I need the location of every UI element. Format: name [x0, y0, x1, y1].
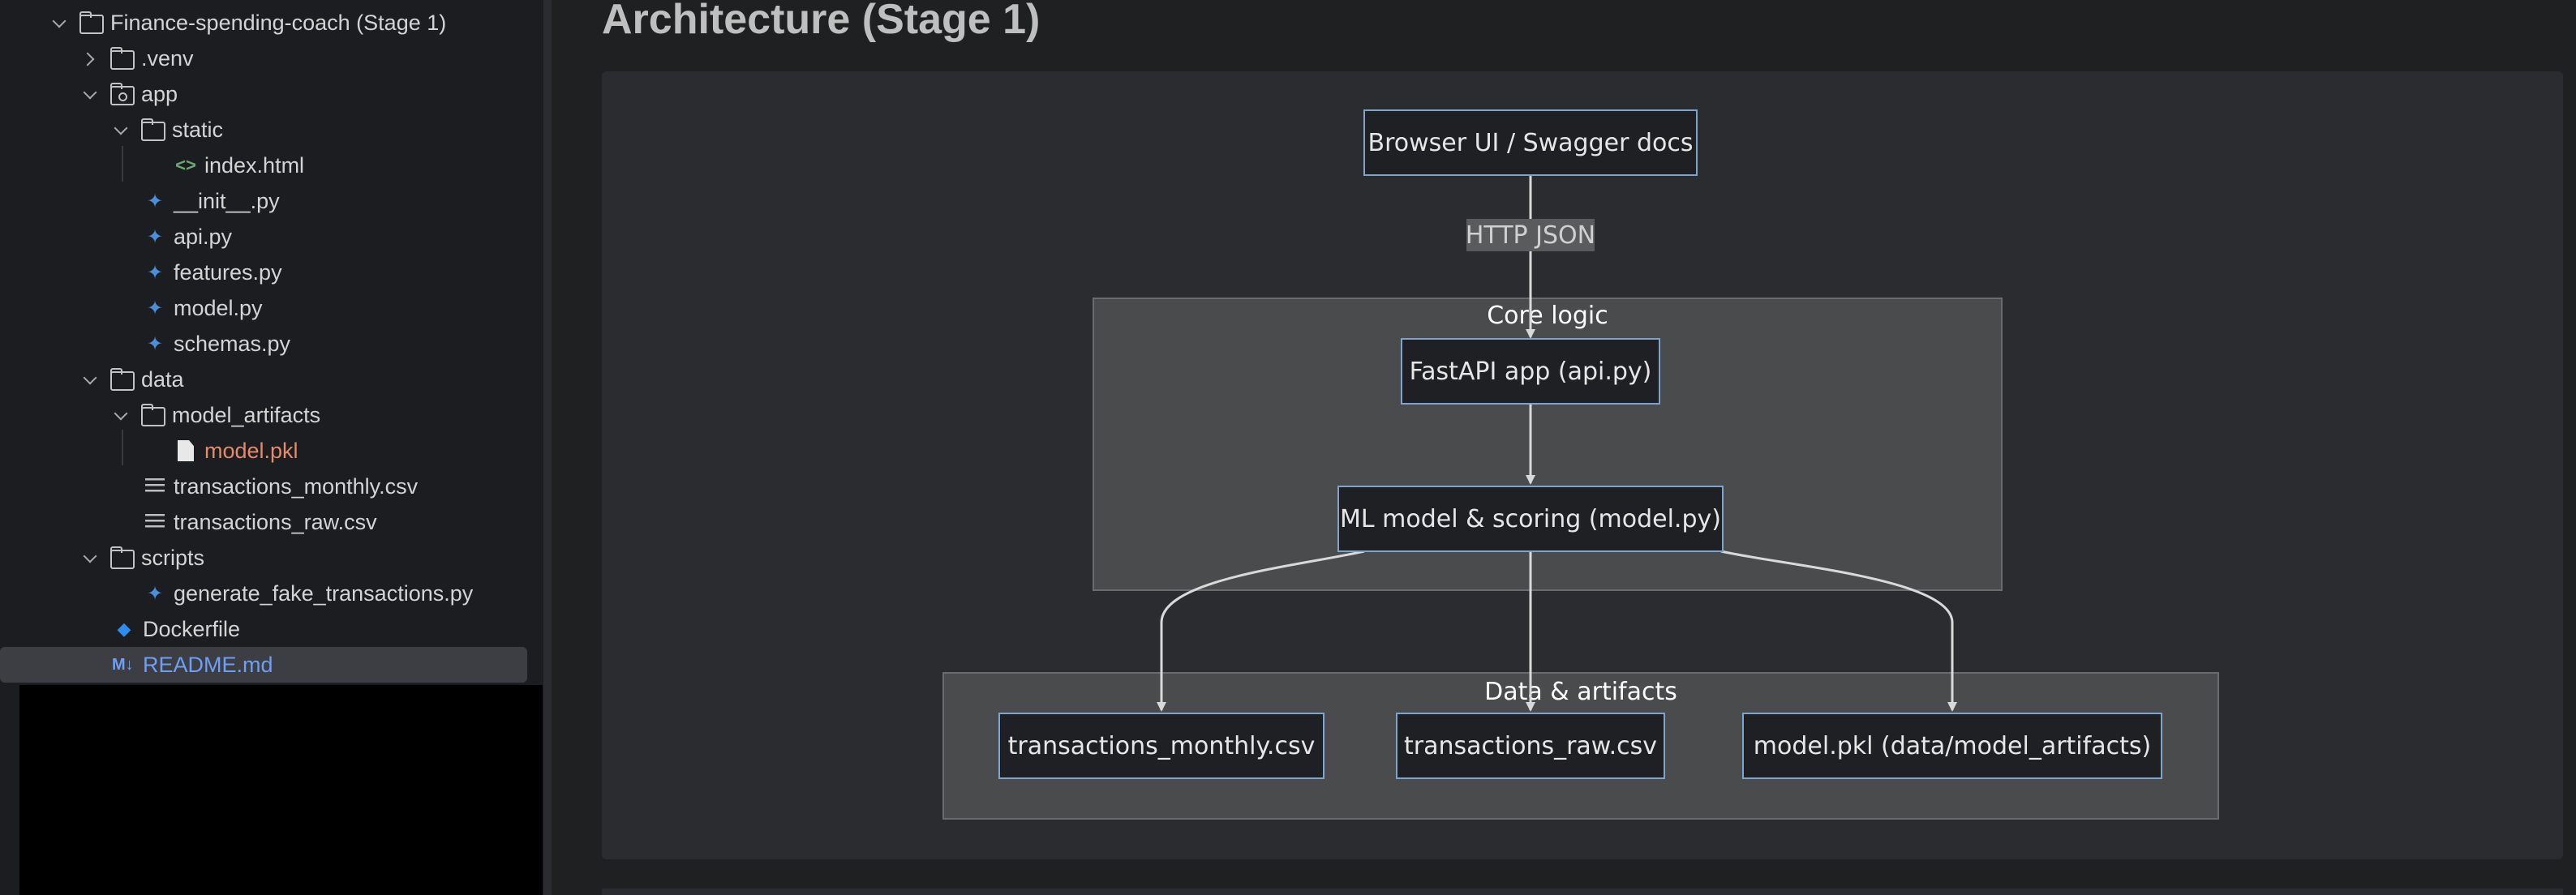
tree-folder-scripts[interactable]: scripts [0, 540, 526, 576]
node-transactions-monthly-label: transactions_monthly.csv [1008, 732, 1316, 760]
node-transactions-raw: transactions_raw.csv [1396, 713, 1665, 779]
tree-item-label: static [172, 117, 224, 142]
tree-item-label: schemas.py [174, 331, 291, 356]
tree-item-label: README.md [143, 652, 273, 677]
edge-ml-to-monthly [1157, 550, 1365, 712]
tree-file-schemas-py[interactable]: ✦ schemas.py [0, 326, 526, 362]
tree-item-label: transactions_monthly.csv [174, 473, 419, 499]
file-explorer: Finance-spending-coach (Stage 1) .venv a… [0, 0, 543, 895]
node-ml-model-label: ML model & scoring (model.py) [1340, 505, 1721, 533]
markdown-preview: Architecture (Stage 1) Core logic Data &… [552, 0, 2576, 895]
tree-folder-static[interactable]: static [0, 112, 526, 148]
folder-icon [110, 47, 135, 70]
package-folder-icon [110, 83, 135, 105]
edge-label-background [1466, 219, 1595, 251]
tree-item-label: index.html [204, 152, 305, 178]
edge-ml-to-pkl [1720, 550, 1957, 712]
tree-folder-project-root[interactable]: Finance-spending-coach (Stage 1) [0, 5, 526, 41]
page-title: Architecture (Stage 1) [602, 0, 1041, 43]
folder-icon [110, 368, 135, 391]
python-file-icon: ✦ [146, 297, 164, 319]
tree-item-label: .venv [141, 45, 194, 71]
next-section-edge [602, 889, 2563, 895]
folder-icon [141, 118, 165, 141]
docker-icon: ◆ [117, 619, 131, 639]
python-file-icon: ✦ [146, 190, 164, 212]
chevron-down-icon [81, 549, 99, 567]
tree-file-model-pkl[interactable]: model.pkl [0, 433, 526, 469]
tree-file-index-html[interactable]: <> index.html [0, 148, 526, 183]
tree-item-label: __init__.py [174, 188, 280, 213]
tree-file-api-py[interactable]: ✦ api.py [0, 219, 526, 255]
tree-folder-venv[interactable]: .venv [0, 41, 526, 76]
python-file-icon: ✦ [146, 225, 164, 248]
node-fastapi-app-label: FastAPI app (api.py) [1410, 358, 1652, 386]
text-file-icon [145, 478, 165, 495]
tree-item-label: Finance-spending-coach (Stage 1) [110, 10, 447, 35]
tree-item-label: generate_fake_transactions.py [174, 580, 474, 606]
tree-item-label: data [141, 366, 184, 392]
tree-file-generate-fake-transactions[interactable]: ✦ generate_fake_transactions.py [0, 576, 526, 611]
tree-file-features-py[interactable]: ✦ features.py [0, 255, 526, 290]
tree-item-label: scripts [141, 545, 205, 570]
python-file-icon: ✦ [146, 261, 164, 284]
tree-item-label: model.py [174, 295, 263, 320]
chevron-down-icon [81, 370, 99, 388]
python-file-icon: ✦ [146, 582, 164, 605]
tree-file-model-py[interactable]: ✦ model.py [0, 290, 526, 326]
chevron-down-icon [112, 406, 130, 424]
tree-item-label: features.py [174, 259, 282, 285]
python-file-icon: ✦ [146, 332, 164, 355]
node-browser-ui: Browser UI / Swagger docs [1363, 109, 1698, 176]
tree-file-readme[interactable]: M↓ README.md [0, 647, 527, 683]
indent-guide [122, 430, 123, 465]
tree-item-label: app [141, 81, 178, 106]
file-icon [178, 440, 194, 461]
tree-item-label: api.py [174, 224, 233, 249]
tree-file-transactions-raw[interactable]: transactions_raw.csv [0, 504, 526, 540]
text-file-icon [145, 514, 165, 530]
tree-item-label: transactions_raw.csv [174, 509, 377, 534]
chevron-down-icon [112, 121, 130, 139]
diagram-canvas: Core logic Data & artifacts HTTP JSON Br… [942, 109, 2219, 820]
chevron-down-icon [50, 14, 68, 32]
architecture-diagram: Core logic Data & artifacts HTTP JSON Br… [602, 71, 2563, 859]
indent-guide [122, 146, 123, 182]
node-browser-ui-label: Browser UI / Swagger docs [1368, 129, 1694, 157]
node-transactions-monthly: transactions_monthly.csv [998, 713, 1324, 779]
tree-item-label: Dockerfile [143, 616, 241, 641]
html-file-icon: <> [175, 155, 196, 175]
markdown-file-icon: M↓ [112, 655, 134, 674]
folder-icon [110, 546, 135, 569]
node-model-pkl-label: model.pkl (data/model_artifacts) [1754, 732, 2151, 760]
sidebar-resize-handle[interactable] [543, 0, 552, 895]
node-ml-model: ML model & scoring (model.py) [1337, 486, 1724, 552]
tree-file-dockerfile[interactable]: ◆ Dockerfile [0, 611, 526, 647]
edge-label-http-json: HTTP JSON [1466, 221, 1595, 250]
tree-file-transactions-monthly[interactable]: transactions_monthly.csv [0, 469, 526, 504]
folder-icon [141, 404, 165, 426]
node-fastapi-app: FastAPI app (api.py) [1401, 338, 1660, 405]
chevron-right-icon [81, 49, 99, 67]
folder-icon [79, 11, 104, 34]
tree-item-label: model_artifacts [172, 402, 321, 427]
tree-folder-app[interactable]: app [0, 76, 526, 112]
tree-folder-model-artifacts[interactable]: model_artifacts [0, 397, 526, 433]
node-model-pkl: model.pkl (data/model_artifacts) [1742, 713, 2162, 779]
terminal-panel[interactable] [19, 685, 543, 895]
chevron-down-icon [81, 85, 99, 103]
subgraph-core-logic-title: Core logic [1487, 302, 1608, 330]
node-transactions-raw-label: transactions_raw.csv [1404, 732, 1657, 760]
tree-item-label: model.pkl [204, 438, 298, 463]
subgraph-data-artifacts-title: Data & artifacts [1484, 678, 1677, 706]
tree-file-init-py[interactable]: ✦ __init__.py [0, 183, 526, 219]
tree-folder-data[interactable]: data [0, 362, 526, 397]
